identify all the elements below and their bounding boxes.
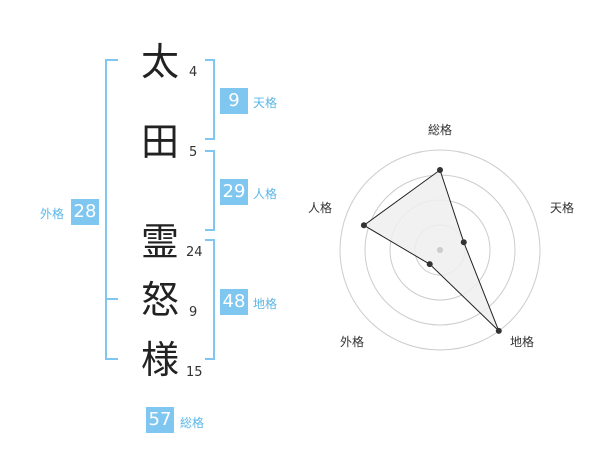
radar-axis-label-soukaku: 総格	[428, 123, 453, 137]
radar-center-dot	[437, 247, 443, 253]
jinkaku-bracket	[205, 150, 215, 231]
chikaku-bracket	[205, 239, 215, 360]
radar-point-3	[495, 327, 502, 334]
radar-axis-label-gaikaku: 外格	[340, 335, 365, 349]
soukaku-label: 総格	[180, 416, 205, 430]
tenkaku-badge: 9	[220, 88, 248, 114]
stroke-count-2: 5	[189, 145, 198, 160]
name-char-5: 様	[140, 338, 179, 382]
radar-polygon	[362, 169, 500, 332]
soukaku-badge: 57	[146, 407, 174, 433]
radar-point-4	[426, 261, 433, 268]
radar-ring	[339, 149, 541, 351]
radar-point-5	[360, 222, 367, 229]
tenkaku-bracket	[205, 59, 215, 140]
gaikaku-badge: 28	[71, 199, 99, 225]
jinkaku-label: 人格	[253, 187, 278, 201]
name-char-3: 霊	[140, 220, 179, 264]
radar-axis-label-jinkaku: 人格	[308, 201, 333, 215]
name-char-1: 太	[140, 40, 179, 84]
radar-axis-label-chikaku: 地格	[510, 335, 535, 349]
tenkaku-label: 天格	[253, 96, 278, 110]
chikaku-badge: 48	[220, 289, 248, 315]
stroke-count-1: 4	[189, 65, 198, 80]
radar-point-2	[460, 239, 467, 246]
stroke-count-4: 9	[189, 305, 198, 320]
radar-point-1	[437, 167, 443, 173]
radar-axis-label-tenkaku: 天格	[550, 201, 575, 215]
jinkaku-badge: 29	[220, 179, 248, 205]
stroke-count-5: 15	[186, 365, 203, 380]
name-char-4: 怒	[140, 278, 179, 322]
chikaku-label: 地格	[253, 297, 278, 311]
radar-chart	[339, 149, 541, 351]
stroke-count-3: 24	[186, 245, 203, 260]
gaikaku-bracket	[105, 59, 118, 360]
gaikaku-label: 外格	[40, 207, 65, 221]
name-char-2: 田	[140, 120, 179, 164]
